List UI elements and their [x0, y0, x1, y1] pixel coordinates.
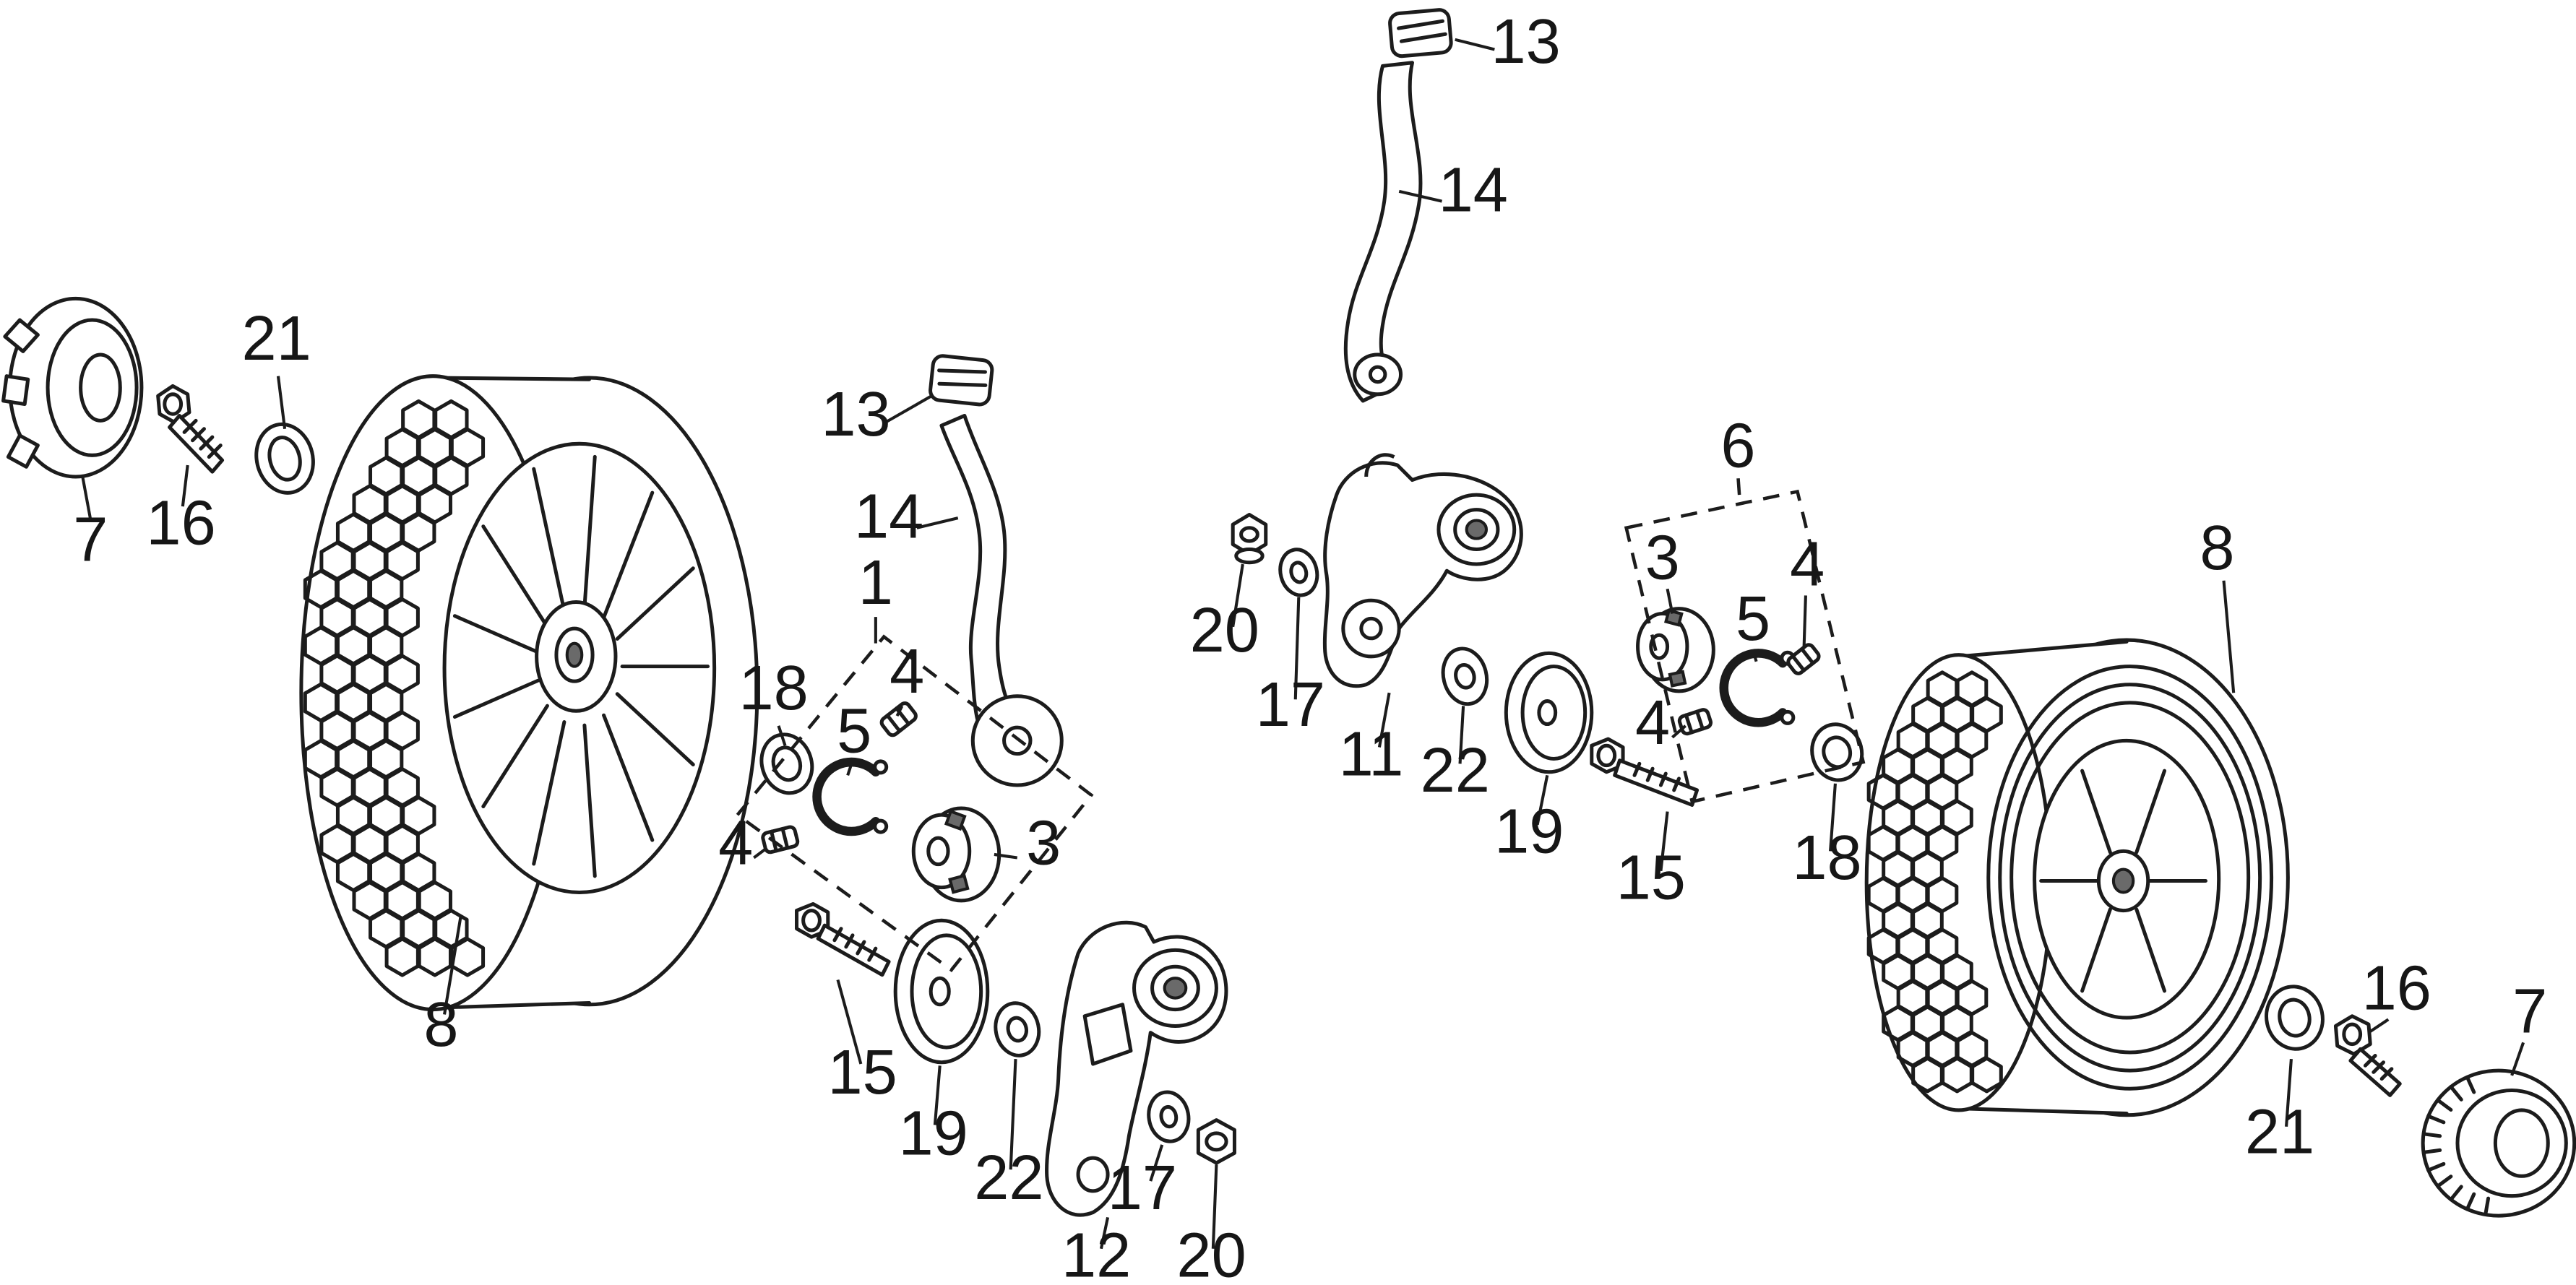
callout-5-left: 5	[837, 696, 871, 766]
callout-17-left: 17	[1108, 1154, 1177, 1223]
pin-4-lower-left	[761, 825, 800, 854]
callout-4-lower-left: 4	[718, 809, 753, 878]
callout-3-right: 3	[1645, 523, 1680, 592]
callout-19-left: 19	[898, 1099, 968, 1168]
callout-3-left: 3	[1026, 809, 1061, 878]
cap-ribs	[2421, 1075, 2491, 1216]
callout-4-upper-left: 4	[889, 637, 924, 706]
callout-8-right: 8	[2200, 514, 2234, 583]
callout-20-right: 20	[1190, 596, 1259, 665]
callout-11: 11	[1339, 719, 1404, 789]
ring-21-left	[254, 422, 315, 495]
callout-7-right: 7	[2512, 977, 2547, 1046]
washer-17-left	[1147, 1090, 1191, 1143]
callout-16-left: 16	[146, 489, 215, 558]
callout-21-left: 21	[242, 304, 311, 373]
hub-cap-7-right	[2421, 1068, 2576, 1218]
washer-18-right	[1810, 722, 1864, 782]
arm-14-center	[939, 413, 1064, 787]
bracket-11	[1322, 453, 1523, 688]
washer-22-left	[994, 1001, 1041, 1057]
callout-13-center: 13	[821, 380, 890, 449]
ratchet-hub-3-right	[1636, 607, 1715, 693]
group-1-boundary	[735, 634, 1094, 972]
bolt-15-left	[795, 901, 891, 977]
tread-pattern-right	[1866, 670, 2003, 1094]
disc-19-left	[893, 918, 990, 1065]
wheel-8-right	[1864, 638, 2290, 1117]
callout-13-top: 13	[1491, 7, 1561, 77]
wheel-spokes-left	[452, 454, 710, 878]
wheel-8-left	[299, 374, 759, 1012]
bolt-16-left	[156, 384, 225, 474]
washer-17-right	[1278, 548, 1319, 597]
pin-4-right-upper	[1786, 643, 1821, 675]
callout-15-right: 15	[1616, 844, 1686, 913]
bolt-20-right	[1231, 513, 1268, 565]
arm-14-top	[1343, 61, 1423, 403]
callout-labels: 13 14 21 7 16 13 14 1 18 4 5 4 3 8 15 19…	[73, 7, 2547, 1285]
bolt-16-right	[2333, 1014, 2402, 1097]
callout-22-left: 22	[974, 1143, 1043, 1213]
callout-15-left: 15	[828, 1038, 897, 1107]
bolt-15-right	[1590, 737, 1700, 807]
callout-7-left: 7	[73, 505, 108, 574]
callout-18-left: 18	[739, 654, 809, 723]
hub-cap-7-left	[1, 296, 144, 479]
callout-14-center: 14	[854, 482, 923, 551]
callout-8-left: 8	[423, 990, 458, 1060]
callout-22-right: 22	[1421, 736, 1490, 805]
tread-pattern-left	[303, 399, 486, 977]
disc-19-right	[1504, 651, 1594, 774]
cap-13-top	[1388, 8, 1453, 59]
callout-16-right: 16	[2362, 954, 2431, 1024]
callout-4-right-lower: 4	[1635, 688, 1670, 758]
callout-20-left: 20	[1176, 1221, 1246, 1285]
callout-5-right: 5	[1736, 584, 1770, 654]
callout-12: 12	[1061, 1221, 1131, 1285]
ring-21-right	[2265, 985, 2325, 1051]
washer-18-left	[759, 732, 814, 795]
bracket-12	[1045, 920, 1228, 1217]
callout-19-right: 19	[1494, 797, 1564, 867]
wheel-spokes-right	[2039, 769, 2207, 993]
callout-21-right: 21	[2245, 1097, 2314, 1167]
callout-18-right: 18	[1792, 823, 1861, 893]
pin-4-upper-left	[879, 701, 918, 737]
nut-20-left	[1196, 1118, 1236, 1165]
group-6-boundary	[1624, 489, 1866, 804]
callout-6-group: 6	[1720, 411, 1755, 480]
leader-lines	[80, 38, 2525, 1250]
cap-13-center	[929, 354, 994, 407]
callout-17-right: 17	[1256, 670, 1325, 740]
callout-1-group: 1	[858, 548, 893, 618]
ratchet-hub-3-left	[911, 806, 1001, 903]
snap-ring-5-left	[812, 757, 889, 836]
callout-14-top: 14	[1439, 155, 1508, 225]
washer-22-right	[1441, 646, 1489, 706]
snap-ring-5-right	[1719, 649, 1796, 727]
pin-4-right-lower	[1677, 708, 1713, 736]
callout-4-right-upper: 4	[1790, 530, 1825, 600]
